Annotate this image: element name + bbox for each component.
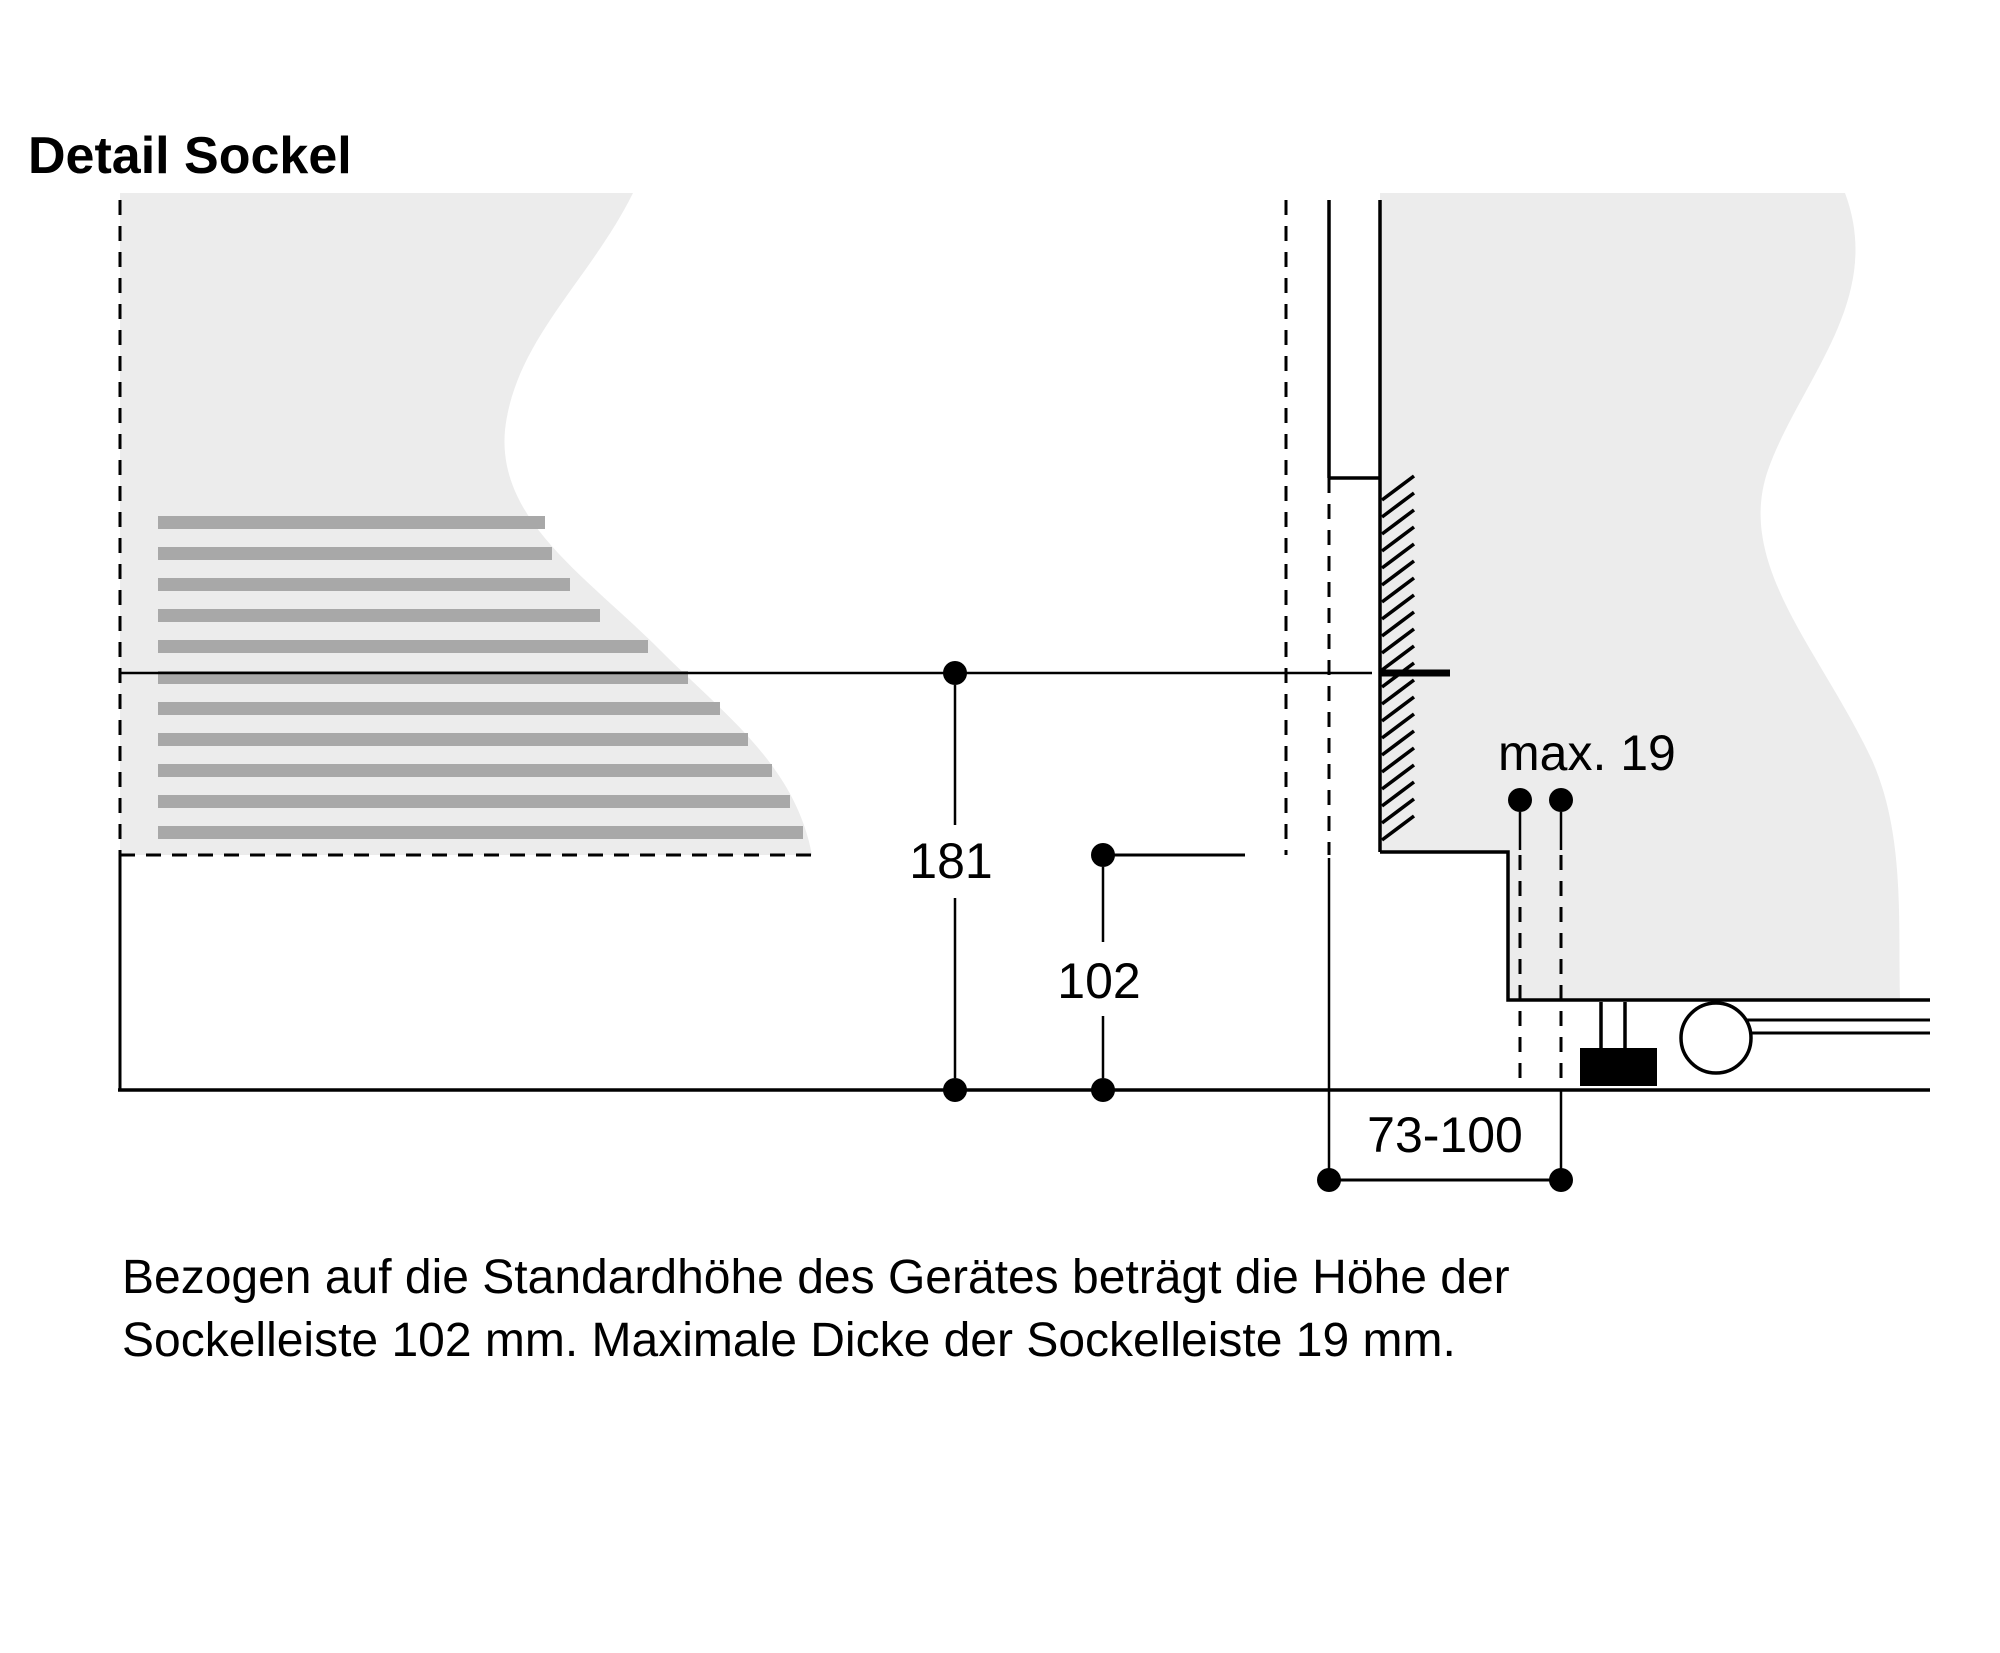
appliance-body-panel	[1380, 193, 1900, 1000]
dimension-181: 181	[909, 661, 993, 1102]
dimension-73-100: 73-100	[1317, 858, 1573, 1192]
page-title: Detail Sockel	[28, 127, 352, 185]
dim-label-102: 102	[1057, 953, 1140, 1009]
leveling-foot	[1580, 1002, 1657, 1086]
dim-label-max-19: max. 19	[1498, 725, 1676, 781]
dimension-point	[1508, 788, 1532, 812]
furniture-front-dashed-lines	[1284, 200, 1331, 855]
left-niche-dashed-outline	[118, 200, 815, 857]
dimension-max-19: max. 19	[1498, 725, 1676, 850]
dimension-point	[1549, 788, 1573, 812]
dim-label-73-100: 73-100	[1367, 1107, 1523, 1163]
caption: Bezogen auf die Standardhöhe des Gerätes…	[122, 1246, 1510, 1373]
caption-line-1: Bezogen auf die Standardhöhe des Gerätes…	[122, 1251, 1510, 1304]
door-panel-outline	[1327, 200, 1382, 852]
appliance-base-step	[1380, 850, 1930, 1002]
dimension-point	[1317, 1168, 1341, 1192]
dimension-point	[943, 661, 967, 685]
dim-label-181: 181	[909, 833, 992, 889]
roller-wheel	[1679, 1001, 1930, 1075]
dimension-point	[1549, 1168, 1573, 1192]
caption-line-2: Sockelleiste 102 mm. Maximale Dicke der …	[122, 1314, 1456, 1368]
dimension-102: 102	[1057, 843, 1245, 1102]
hatching	[1380, 474, 1416, 842]
plinth-dashed-outline	[1518, 855, 1563, 1088]
